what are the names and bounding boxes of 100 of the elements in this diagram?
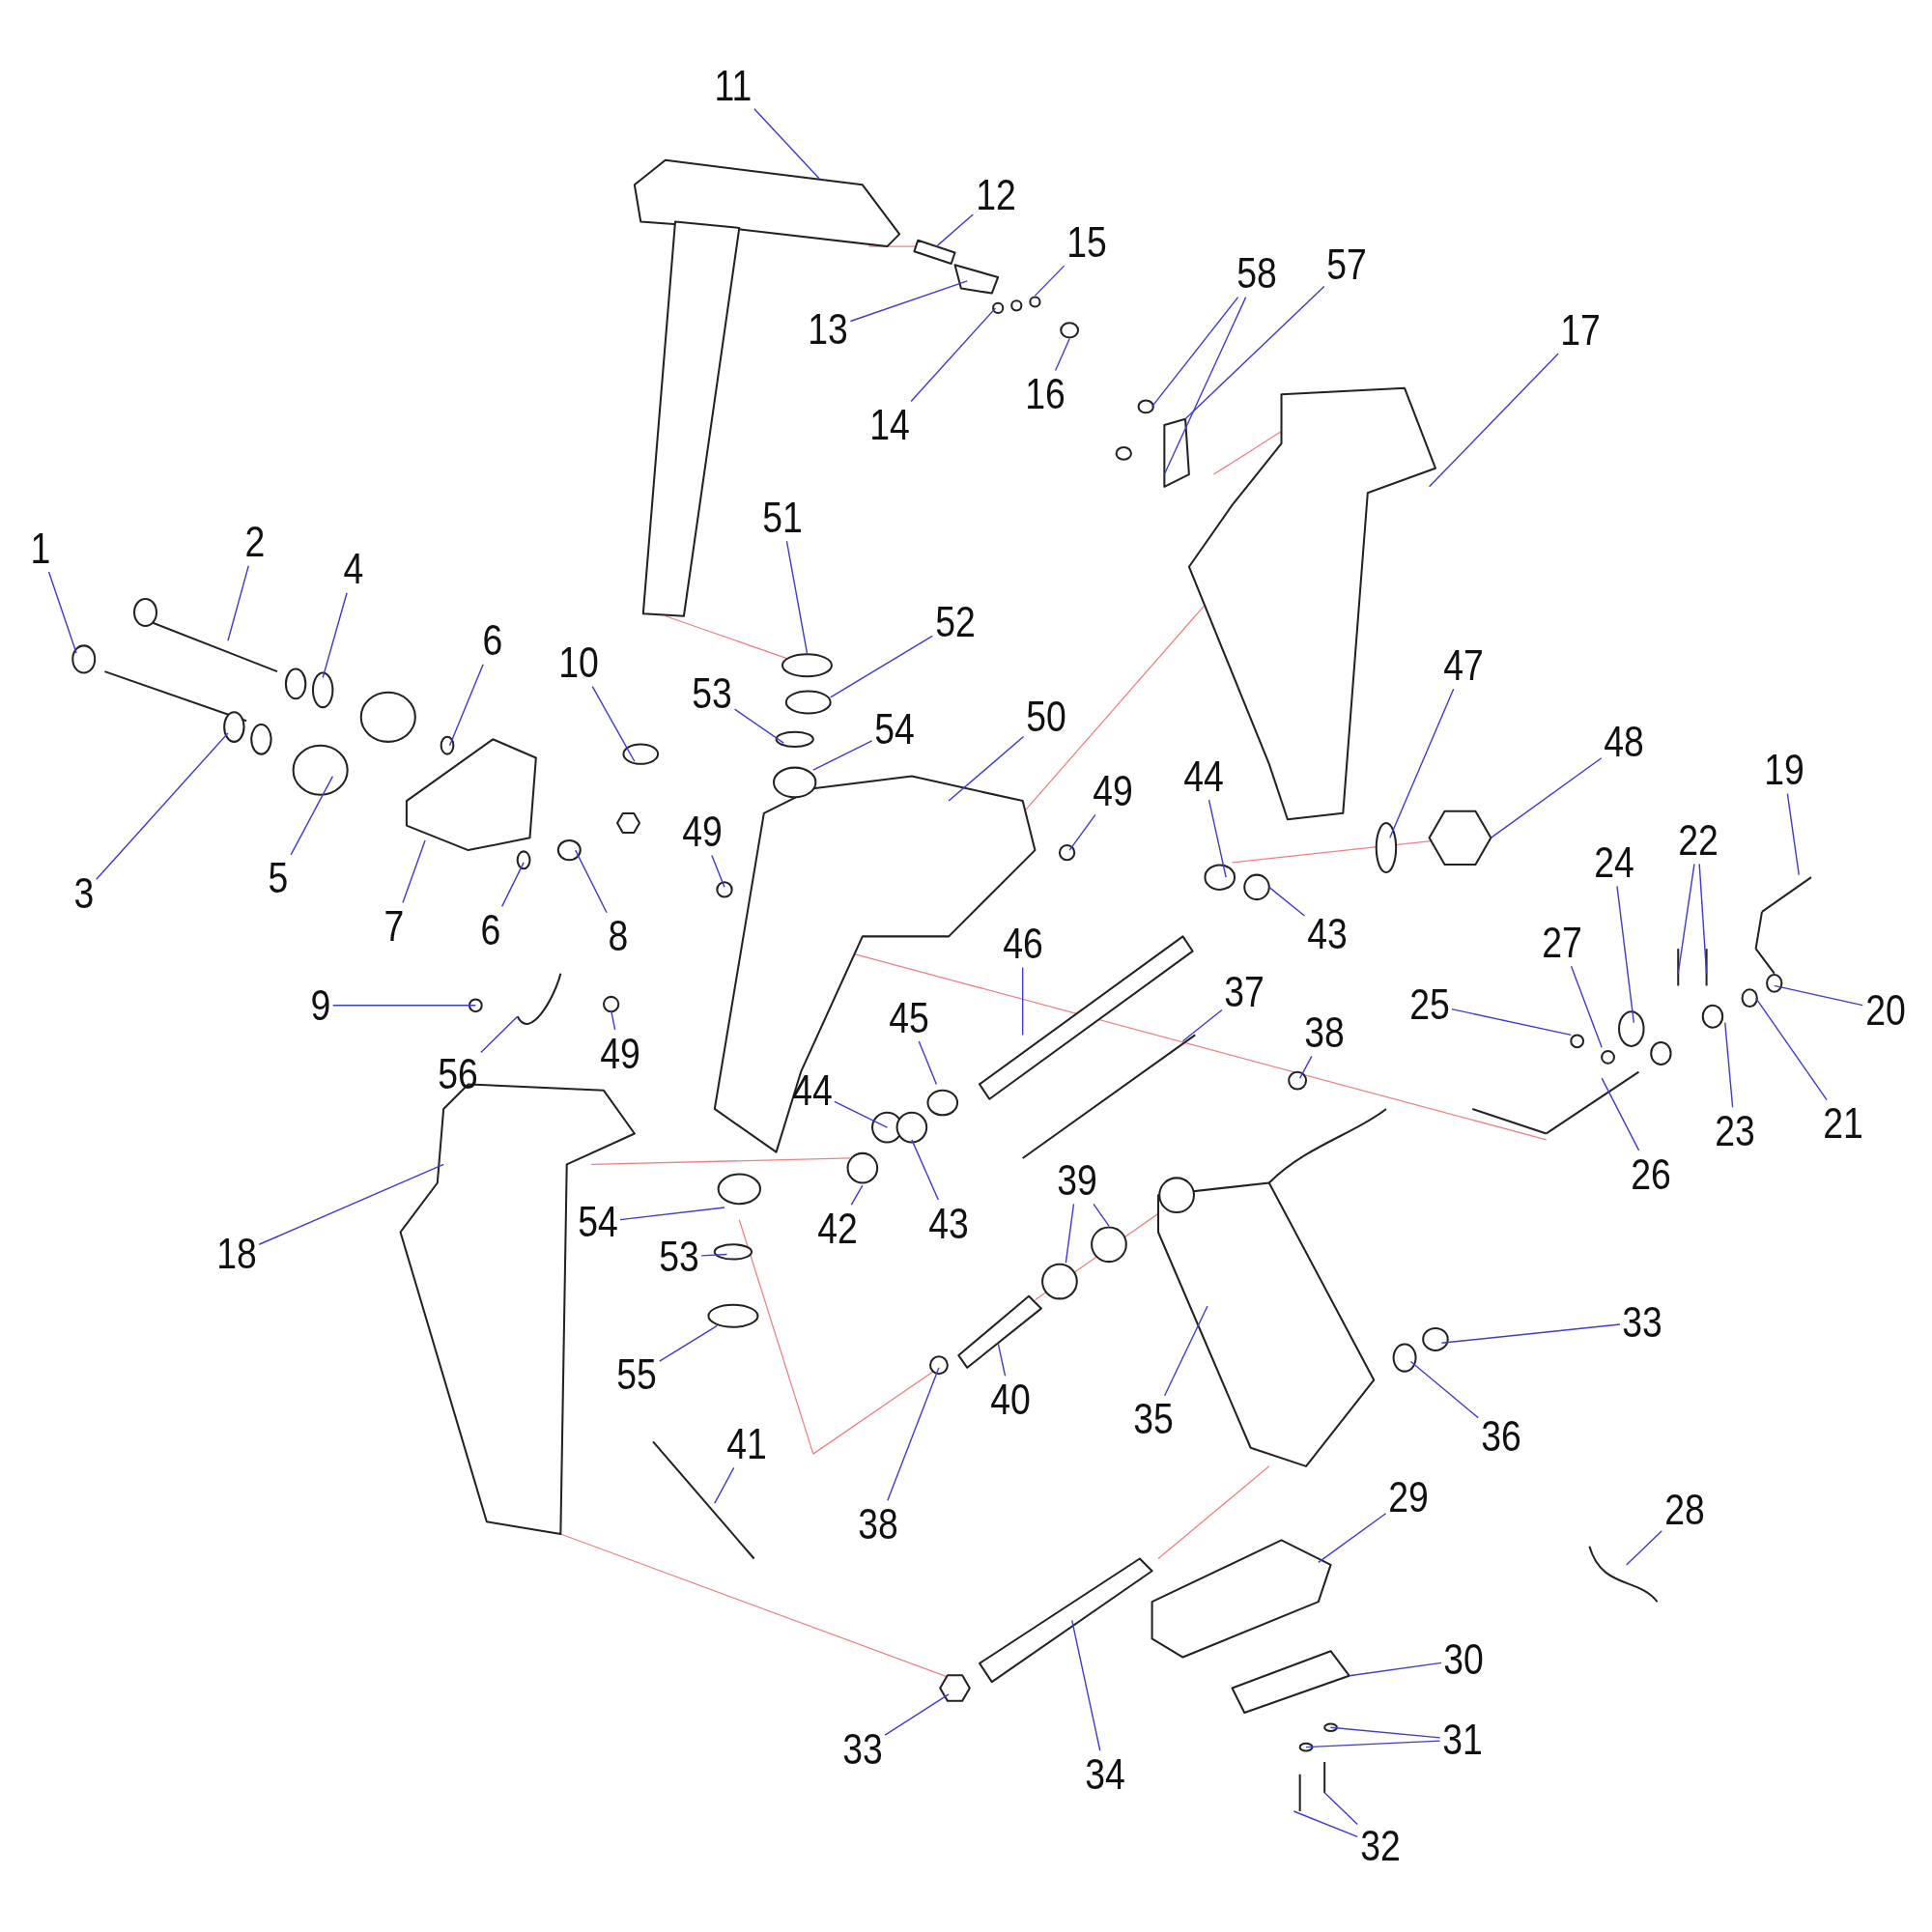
leader-line	[1601, 1077, 1640, 1151]
callout-number: 54	[874, 708, 915, 752]
leader-line	[322, 592, 348, 679]
callout-number: 57	[1326, 243, 1367, 287]
leader-line	[1625, 1530, 1662, 1566]
leader-line	[850, 1184, 864, 1206]
leader-line	[1065, 1203, 1075, 1264]
leader-line	[1298, 1055, 1313, 1079]
leader-line	[1616, 885, 1635, 1024]
leader-line	[1208, 799, 1227, 878]
leader-line	[591, 686, 636, 762]
callout-number: 35	[1133, 1398, 1174, 1441]
callout-number: 28	[1663, 1488, 1705, 1531]
leader-line	[1068, 813, 1096, 851]
leader-line	[1698, 863, 1708, 975]
leader-line	[1754, 997, 1828, 1101]
callout-number: 48	[1604, 720, 1644, 763]
callout-number: 43	[1306, 912, 1348, 955]
callout-number: 2	[244, 521, 266, 564]
leader-line	[785, 540, 809, 654]
leader-line	[700, 1253, 728, 1257]
callout-number: 10	[558, 641, 600, 685]
callout-number: 40	[990, 1378, 1031, 1421]
leader-line	[884, 1693, 950, 1736]
callout-number: 12	[975, 173, 1016, 216]
leader-line	[1323, 1792, 1358, 1826]
callout-number: 49	[682, 810, 723, 853]
leader-line	[1389, 688, 1455, 839]
leader-line	[1151, 296, 1239, 408]
callout-number: 9	[310, 983, 331, 1027]
callout-number: 44	[791, 1068, 833, 1112]
callout-number: 31	[1442, 1719, 1483, 1761]
leader-line	[1293, 1810, 1358, 1838]
callout-number: 55	[616, 1353, 658, 1397]
callout-number: 33	[842, 1728, 883, 1772]
leader-line	[1318, 1513, 1387, 1564]
leader-line	[96, 732, 229, 881]
callout-number: 37	[1224, 970, 1265, 1013]
callout-number: 26	[1631, 1152, 1671, 1196]
leader-line	[227, 565, 249, 641]
callout-number: 19	[1764, 749, 1804, 792]
callout-number: 56	[438, 1053, 479, 1096]
callout-number: 20	[1864, 988, 1906, 1032]
leader-line	[1428, 353, 1559, 488]
leader-line	[733, 708, 784, 744]
leader-line	[753, 108, 820, 180]
leader-line	[1268, 886, 1306, 917]
callout-number: 21	[1823, 1102, 1863, 1146]
callout-number: 8	[608, 915, 629, 958]
callout-number: 5	[268, 857, 289, 900]
leader-line	[1054, 338, 1070, 372]
leader-line	[574, 849, 608, 914]
callout-number: 49	[1093, 769, 1133, 812]
leader-line	[1451, 1008, 1572, 1037]
callout-number: 17	[1560, 308, 1602, 352]
leader-line	[1184, 285, 1325, 420]
leader-line	[500, 862, 525, 908]
leader-line	[910, 307, 997, 403]
callout-number: 38	[1304, 1010, 1345, 1054]
callout-number: 7	[384, 905, 405, 949]
callout-number: 11	[714, 65, 753, 108]
callout-number: 15	[1066, 221, 1107, 265]
callout-number: 53	[659, 1236, 699, 1278]
leader-line	[1021, 966, 1024, 1037]
leader-line	[1677, 863, 1695, 975]
callout-number: 47	[1443, 643, 1485, 687]
leader-line	[887, 1367, 940, 1501]
leader-line	[258, 1163, 444, 1245]
callout-number: 32	[1359, 1824, 1401, 1867]
callout-number: 49	[599, 1032, 640, 1075]
leader-line	[1409, 1360, 1479, 1419]
leader-line	[812, 740, 873, 771]
leader-line	[1349, 1662, 1442, 1677]
callout-number: 52	[934, 601, 976, 644]
leader-line	[1724, 1021, 1734, 1108]
callout-number: 30	[1443, 1638, 1485, 1682]
callout-number: 38	[858, 1502, 899, 1546]
callout-number: 45	[889, 996, 930, 1039]
callout-number: 43	[928, 1202, 969, 1245]
leader-line	[711, 854, 725, 889]
leader-line	[619, 1207, 725, 1221]
callout-number: 16	[1024, 373, 1065, 416]
leader-line	[47, 571, 77, 654]
leader-line	[1786, 792, 1800, 876]
leader-line	[918, 1040, 938, 1086]
leader-line	[1071, 1619, 1101, 1751]
callout-number: 33	[1622, 1300, 1663, 1344]
leader-line	[1093, 1203, 1110, 1227]
callout-number: 54	[577, 1201, 618, 1244]
leader-line	[948, 735, 1025, 802]
leader-line	[1329, 1726, 1441, 1739]
leader-line	[448, 664, 484, 747]
callout-number: 34	[1085, 1752, 1125, 1796]
leader-line	[659, 1324, 719, 1362]
leader-line	[834, 1100, 889, 1128]
callout-number: 58	[1236, 252, 1277, 296]
leader-line	[1034, 265, 1065, 297]
leader-line	[1774, 984, 1863, 1007]
leader-line	[1490, 757, 1603, 839]
leader-line	[1181, 1009, 1223, 1042]
